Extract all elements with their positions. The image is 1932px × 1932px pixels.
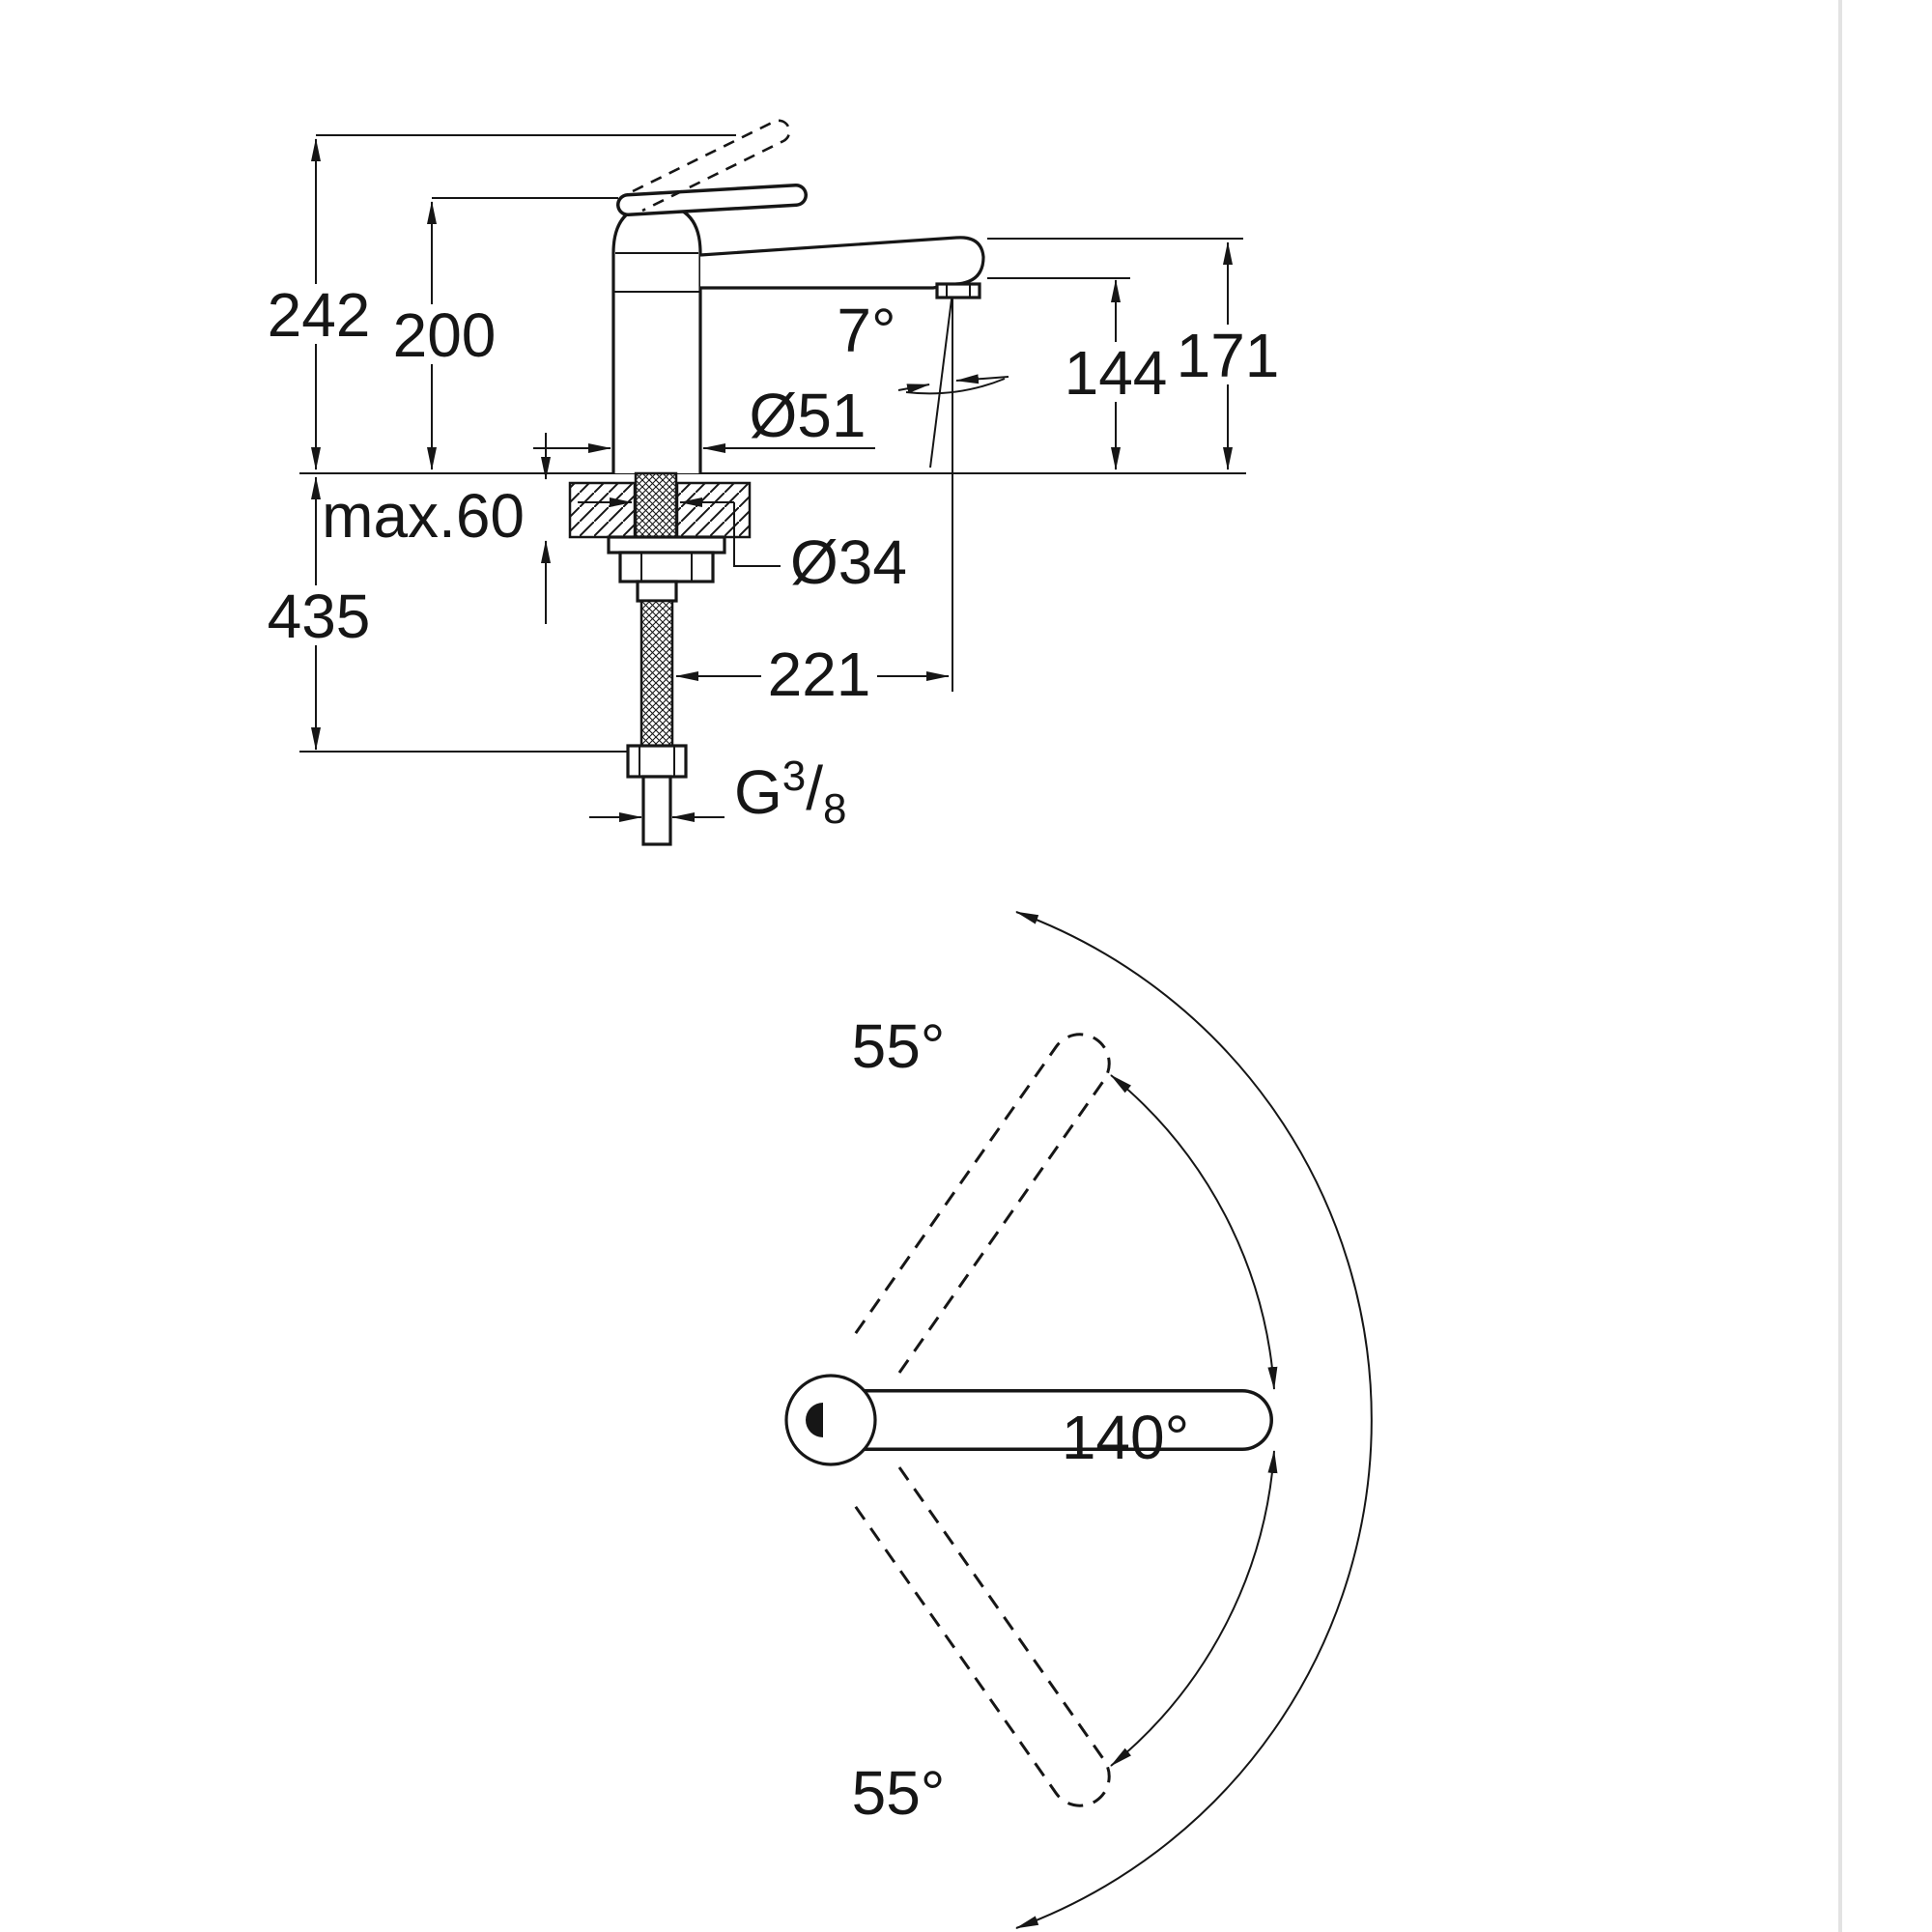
faucet-outline [611, 119, 985, 473]
dim-swivel-upper-label: 55° [852, 1011, 946, 1081]
mounting-nut [618, 551, 715, 583]
dim-242-label: 242 [268, 280, 371, 350]
faucet-handle-raised [632, 119, 791, 213]
faucet-body [611, 203, 702, 473]
dim-swivel-lower: 55° [852, 1450, 1278, 1828]
dim-angle7: 7° [837, 296, 1009, 395]
dim-dia51-label: Ø51 [750, 381, 867, 450]
dim-dia34-leader [733, 502, 781, 567]
hose-nut [626, 744, 688, 779]
countertop-section-right [675, 481, 752, 539]
dim-swivel-upper: 55° [852, 1011, 1278, 1390]
top-view: 55° 55° 140° [784, 911, 1373, 1929]
dim-dia34: Ø34 [578, 497, 907, 597]
connection-pipe [641, 775, 672, 846]
dim-435: 435 [261, 476, 377, 751]
ref-spout-angle-line [929, 291, 953, 469]
thread-g: G [734, 757, 782, 827]
dim-435-bg [261, 585, 377, 645]
faucet-aerator [935, 282, 981, 299]
dim-angle7-left-arrow [897, 384, 930, 394]
dim-144: 144 [1058, 279, 1174, 470]
dim-144-bg [1058, 342, 1174, 402]
faucet-spout [699, 236, 985, 290]
side-view: 242 200 435 144 171 [261, 119, 1286, 846]
dim-dia34-label: Ø34 [790, 527, 907, 597]
page-edge-divider [1838, 0, 1842, 1932]
dim-221-bg [761, 643, 877, 703]
dim-swivel-total-label: 140° [1062, 1403, 1189, 1472]
dim-200-bg [386, 304, 502, 364]
dim-swivel-total-arc [1015, 911, 1373, 1929]
dim-thread: G3/8 [589, 753, 847, 833]
swivel-pivot [784, 1374, 877, 1466]
dim-max60-label: max.60 [322, 481, 525, 551]
dim-144-label: 144 [1065, 338, 1168, 408]
installation-parts [568, 471, 752, 846]
countertop-section-left [568, 481, 637, 539]
dim-swivel-lower-arc [1110, 1450, 1278, 1767]
dim-435-label: 435 [268, 582, 371, 651]
dim-171-label: 171 [1177, 321, 1280, 390]
dim-221: 221 [675, 639, 950, 709]
spout-dashed-lower [849, 1466, 1111, 1807]
dim-171-bg [1170, 325, 1286, 384]
swivel-pivot-detail [806, 1403, 823, 1437]
dim-angle7-right-arrow [955, 374, 1009, 384]
dim-swivel-upper-arc [1110, 1074, 1278, 1390]
supply-hose [639, 599, 674, 748]
dim-171: 171 [1170, 242, 1286, 470]
dim-max60: max.60 [322, 433, 551, 624]
dim-swivel-total: 140° [1015, 911, 1373, 1929]
dim-200-label: 200 [393, 300, 497, 370]
dim-dia51: Ø51 [533, 381, 875, 453]
spout-dashed-upper [849, 1033, 1111, 1374]
dim-242-bg [261, 284, 377, 344]
dim-swivel-lower-label: 55° [852, 1758, 946, 1828]
thread-slash: / [806, 753, 823, 823]
dim-200: 200 [386, 201, 502, 470]
thread-denominator: 8 [823, 785, 846, 833]
shank-adapter [636, 580, 678, 603]
thread-numerator: 3 [782, 753, 806, 800]
dim-angle7-label: 7° [837, 296, 895, 365]
dim-thread-label: G3/8 [734, 753, 847, 833]
reference-lines [299, 134, 1246, 753]
mounting-washer [607, 535, 726, 554]
dim-242: 242 [261, 138, 377, 470]
dim-221-label: 221 [768, 639, 871, 709]
faucet-handle-inner [619, 186, 805, 213]
